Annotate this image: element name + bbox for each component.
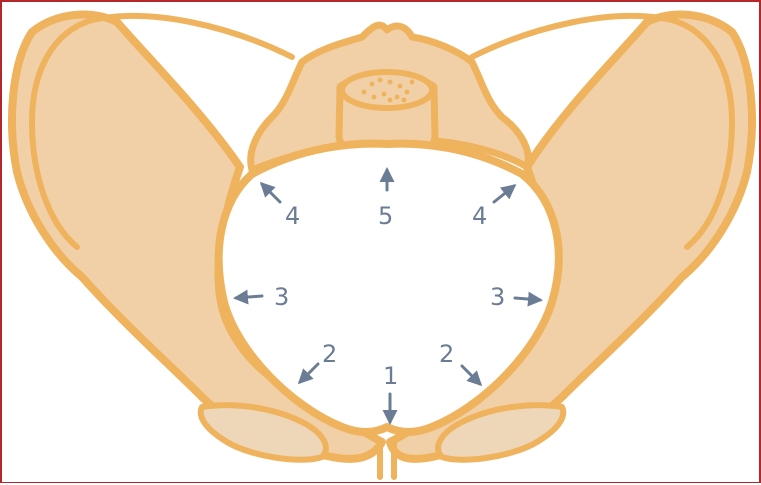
label-3-right: 3 (490, 283, 505, 311)
label-4-left: 4 (285, 202, 300, 230)
label-1: 1 (383, 362, 398, 390)
label-4-right: 4 (472, 202, 487, 230)
pubic-symphysis (380, 442, 394, 477)
arrow-3-left (236, 296, 262, 298)
arrow-3-right (515, 298, 540, 300)
label-3-left: 3 (274, 283, 289, 311)
label-2-left: 2 (322, 340, 337, 368)
label-5: 5 (378, 202, 393, 230)
label-2-right: 2 (439, 340, 454, 368)
vertebral-top (342, 72, 432, 108)
